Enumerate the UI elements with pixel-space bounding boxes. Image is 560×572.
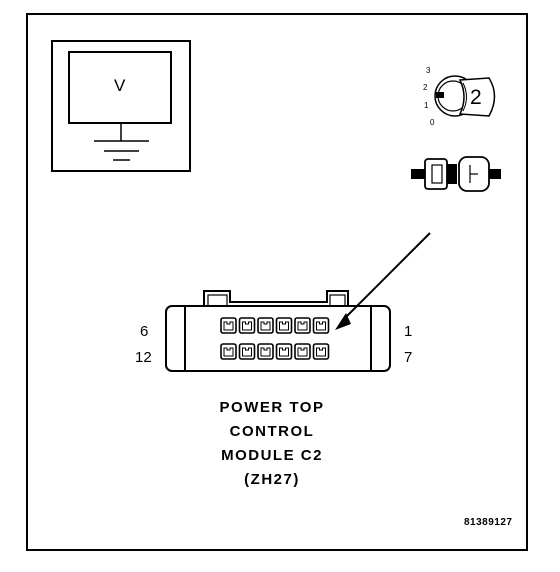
connector-body (165, 290, 391, 372)
figure-number: 81389127 (464, 517, 513, 528)
pin-cavity-top-5 (294, 317, 311, 334)
connector-title-line-2: CONTROL (229, 423, 315, 440)
pin-cavity-bottom-5 (294, 343, 311, 360)
pin-pointer-arrow (335, 232, 431, 330)
pin-label-7: 7 (404, 349, 413, 366)
pin-row-bottom (220, 343, 330, 360)
pin-cavity-bottom-3 (257, 343, 274, 360)
switch-position-2: 2 (423, 83, 428, 92)
voltmeter-icon (51, 40, 191, 172)
pin-cavity-top-3 (257, 317, 274, 334)
pin-cavity-top-4 (275, 317, 293, 334)
switch-position-3: 3 (426, 66, 431, 75)
pin-cavity-top-6 (312, 317, 330, 334)
pin-cavity-bottom-1 (220, 343, 237, 360)
switch-position-0: 0 (430, 118, 435, 127)
switch-selected-position: 2 (470, 86, 482, 109)
switch-position-1: 1 (424, 101, 429, 110)
pin-cavity-top-1 (220, 317, 237, 334)
diagram-frame (26, 13, 528, 551)
pin-label-12: 12 (135, 349, 152, 366)
pin-cavity-top-2 (238, 317, 256, 334)
voltmeter-label: V (114, 76, 126, 95)
pin-cavity-bottom-4 (275, 343, 293, 360)
connector-title-line-4: (ZH27) (244, 471, 300, 488)
pin-row-top (220, 317, 330, 334)
pin-label-1: 1 (404, 323, 413, 340)
connector-title-line-1: POWER TOP (219, 399, 325, 416)
ignition-switch-icon (434, 75, 496, 117)
pin-label-6: 6 (140, 323, 149, 340)
pin-cavity-bottom-2 (238, 343, 256, 360)
connector-title-line-3: MODULE C2 (221, 447, 323, 464)
connector-plug-icon (411, 156, 501, 192)
pin-cavity-bottom-6 (312, 343, 330, 360)
